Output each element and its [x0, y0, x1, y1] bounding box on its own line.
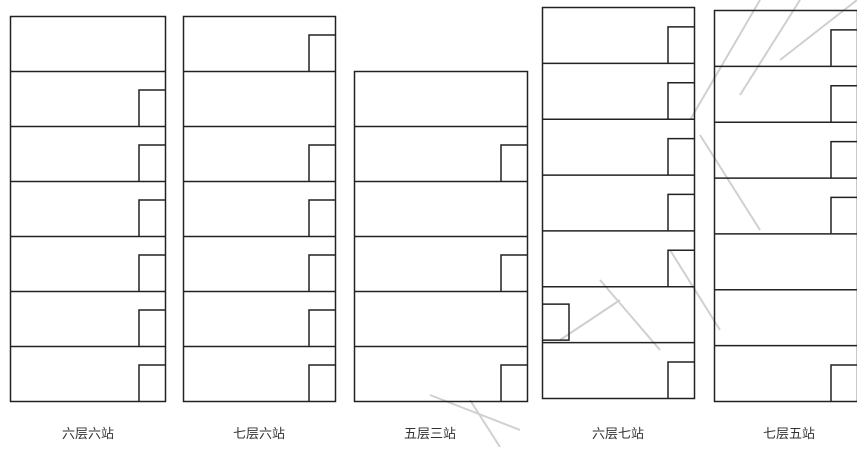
elevator-door-mark: [309, 200, 335, 236]
building-outline: [715, 11, 857, 402]
elevator-door-mark: [309, 35, 335, 71]
elevator-door-mark: [831, 86, 857, 122]
elevator-door-mark: [139, 90, 165, 126]
building-label: 七层五站: [714, 423, 857, 442]
elevator-door-mark: [139, 145, 165, 181]
elevator-door-mark: [668, 139, 694, 175]
building: [542, 8, 695, 399]
building: [354, 72, 528, 402]
elevator-door-mark-left: [542, 304, 569, 340]
elevator-door-mark: [139, 310, 165, 346]
building: [10, 17, 166, 402]
elevator-door-mark: [831, 142, 857, 178]
elevator-door-mark: [831, 197, 857, 233]
building-label: 五层三站: [355, 423, 505, 442]
elevator-door-mark: [139, 255, 165, 291]
building: [714, 11, 857, 402]
elevator-door-mark: [668, 362, 694, 398]
elevator-door-mark: [309, 255, 335, 291]
building-outline: [184, 17, 336, 402]
building-label: 七层六站: [184, 423, 334, 442]
elevator-door-mark: [309, 310, 335, 346]
buildings-group: [10, 8, 857, 402]
elevator-door-mark: [501, 255, 527, 291]
watermark-stroke: [740, 0, 800, 95]
elevator-door-mark: [309, 145, 335, 181]
watermark-stroke: [700, 135, 760, 230]
building-outline: [11, 17, 166, 402]
building-label: 六层七站: [543, 423, 693, 442]
watermark-stroke: [600, 280, 660, 350]
elevator-door-mark: [139, 365, 165, 401]
elevator-door-mark: [501, 145, 527, 181]
elevator-door-mark: [831, 30, 857, 66]
elevator-door-mark: [668, 194, 694, 230]
building: [183, 17, 336, 402]
elevator-door-mark: [831, 365, 857, 401]
building-label: 六层六站: [13, 423, 163, 442]
elevator-door-mark: [139, 200, 165, 236]
elevator-door-mark: [501, 365, 527, 401]
elevator-door-mark: [668, 83, 694, 119]
watermark-stroke: [690, 0, 760, 120]
elevator-door-mark: [668, 27, 694, 63]
elevator-door-mark: [309, 365, 335, 401]
